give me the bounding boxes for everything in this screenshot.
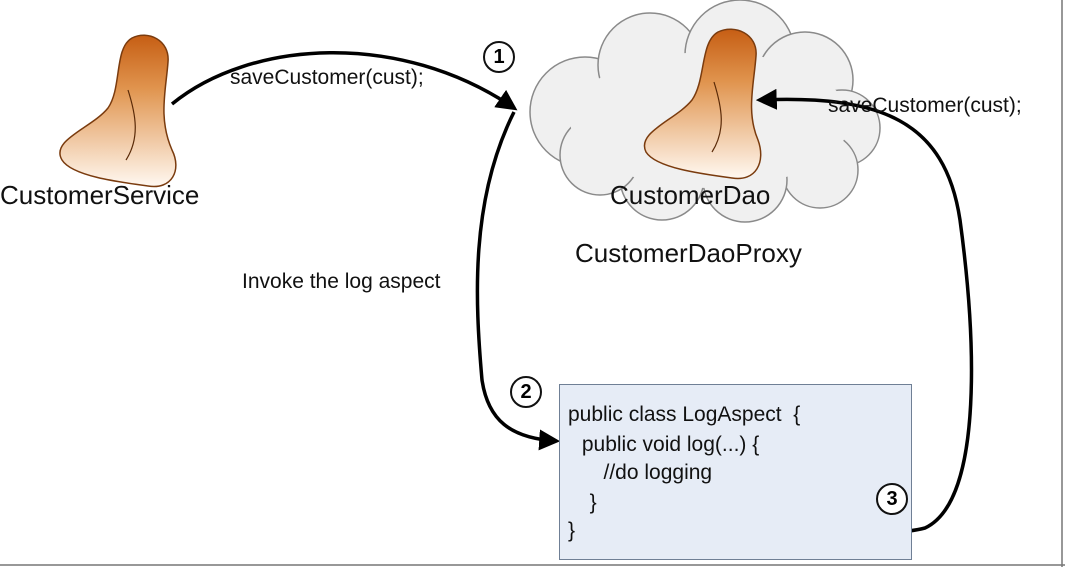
step-3-badge: 3 bbox=[876, 483, 908, 515]
code-line: //do logging bbox=[586, 461, 713, 484]
log-aspect-code-box: public class LogAspect { public void log… bbox=[559, 384, 912, 560]
step-2-badge: 2 bbox=[510, 376, 542, 408]
customer-dao-bean-icon bbox=[643, 28, 762, 180]
code-line: public class LogAspect { bbox=[568, 403, 801, 426]
arrow-invoke-log-aspect bbox=[475, 111, 561, 451]
customer-dao-proxy-label: CustomerDaoProxy bbox=[575, 238, 802, 268]
code-line: } bbox=[578, 491, 597, 514]
arrow-save-customer-to-proxy bbox=[170, 51, 518, 111]
code-line: } bbox=[568, 519, 576, 542]
aspect-label: Invoke the log aspect bbox=[242, 270, 441, 293]
customer-service-bean-icon bbox=[59, 34, 177, 188]
customer-dao-label: CustomerDao bbox=[610, 180, 771, 210]
step-1-badge: 1 bbox=[483, 41, 515, 73]
call-label-1: saveCustomer(cust); bbox=[230, 66, 424, 89]
customer-service-label: CustomerService bbox=[0, 180, 200, 210]
call-label-2: saveCustomer(cust); bbox=[828, 94, 1022, 117]
code-line: public void log(...) { bbox=[576, 433, 760, 456]
